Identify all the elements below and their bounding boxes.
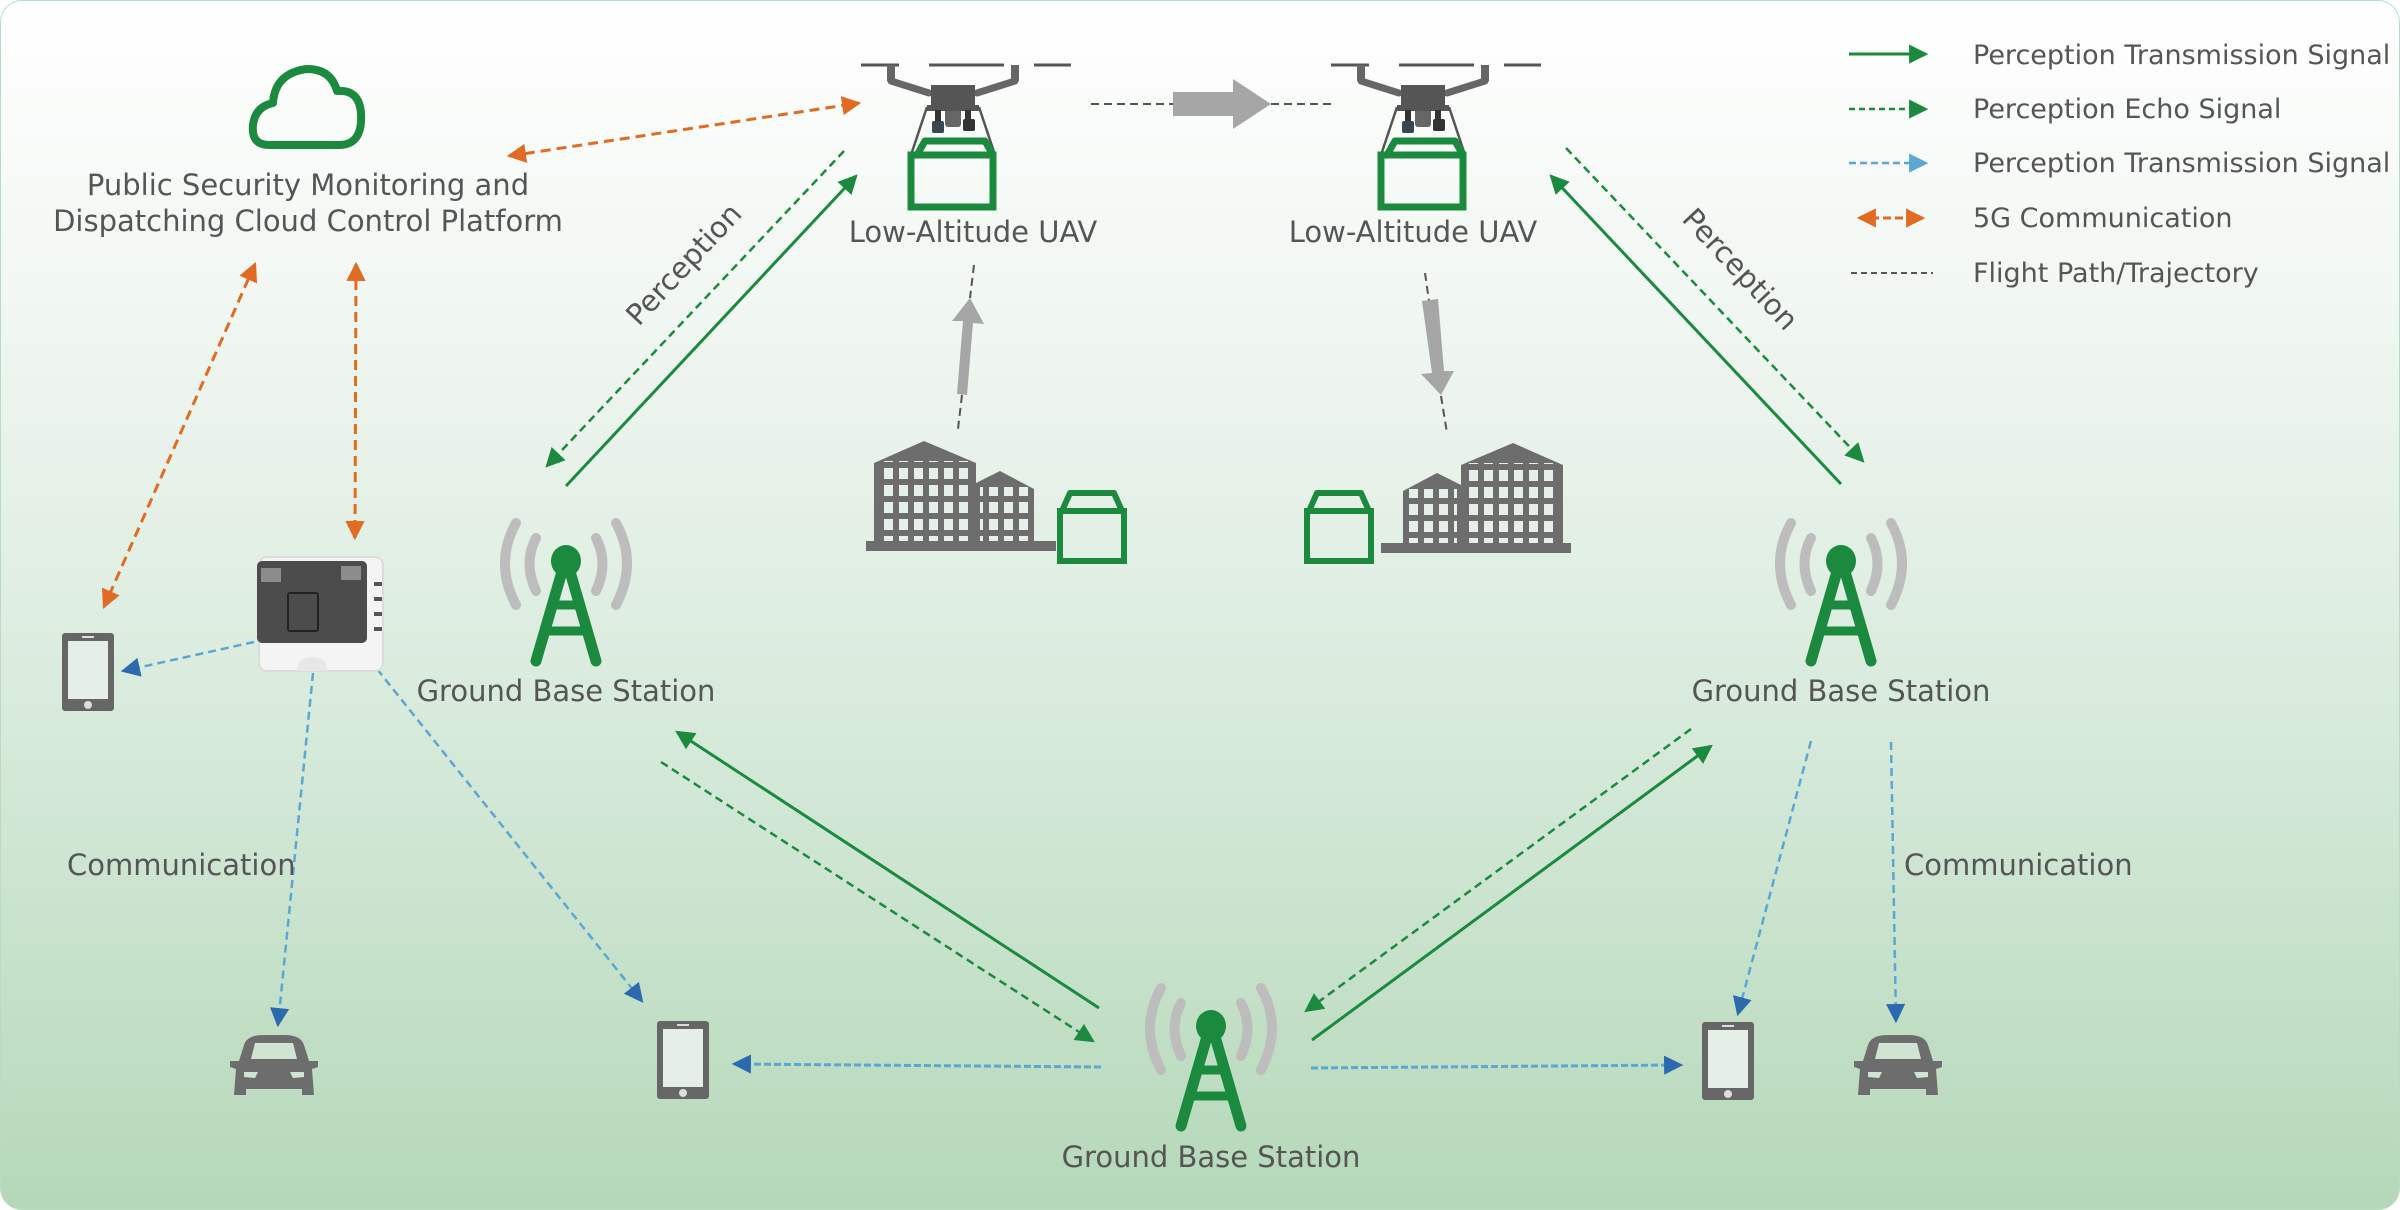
parcel-left-icon — [1060, 493, 1124, 561]
transmission-bs-bottom-to-bs-left — [675, 730, 1100, 1010]
car-left-icon — [230, 1035, 318, 1095]
parcel-right-icon — [1307, 493, 1371, 561]
takeoff-arrow-icon — [952, 298, 984, 395]
transmission-bs-right-to-uav-right — [1549, 174, 1843, 486]
legend-item-perception-echo: Perception Echo Signal — [1849, 94, 2281, 125]
legend-label: Perception Transmission Signal — [1973, 148, 2390, 179]
comm-bs-right-to-phone-right — [1733, 740, 1813, 1017]
5g-link-cloud-uav — [506, 96, 862, 163]
communication-label-left: Communication — [67, 848, 296, 882]
transmission-bs-left-to-uav-left — [564, 174, 858, 488]
cloud-platform-title-line1: Public Security Monitoring and — [87, 168, 529, 202]
communication-label-right: Communication — [1904, 848, 2133, 882]
perception-label-right: Perception — [1676, 202, 1805, 337]
legend-item-perception-transmission-blue: Perception Transmission Signal — [1849, 148, 2390, 179]
comm-device-to-car-left — [270, 672, 315, 1028]
comm-bs-bottom-to-phone-mid — [731, 1054, 1102, 1074]
uav-right-icon — [1331, 65, 1541, 207]
comm-bs-right-to-car-right — [1886, 741, 1906, 1024]
base-station-bottom-label: Ground Base Station — [1062, 1140, 1361, 1174]
echo-uav-right-to-bs-right — [1565, 147, 1865, 463]
5g-link-cloud-device — [345, 261, 366, 541]
edge-device-icon — [257, 556, 384, 672]
buildings-right-icon — [1381, 443, 1571, 553]
comm-bs-bottom-to-phone-right — [1310, 1055, 1684, 1075]
comm-device-to-phone-left — [120, 640, 255, 677]
flight-path-takeoff — [952, 264, 984, 430]
cloud-platform: Public Security Monitoring and Dispatchi… — [53, 65, 563, 238]
car-right-icon — [1854, 1035, 1942, 1095]
flight-path-horizontal — [1091, 79, 1331, 129]
legend-label: Flight Path/Trajectory — [1973, 258, 2259, 289]
uav-left-icon — [861, 65, 1071, 207]
legend: Perception Transmission Signal Perceptio… — [1849, 40, 2390, 289]
cloud-platform-title-line2: Dispatching Cloud Control Platform — [53, 204, 563, 238]
comm-device-to-phone-mid — [376, 668, 644, 1003]
legend-label: Perception Echo Signal — [1973, 94, 2281, 125]
landing-arrow-icon — [1421, 299, 1454, 395]
uav-right-label: Low-Altitude UAV — [1289, 215, 1538, 249]
legend-item-5g: 5G Communication — [1856, 203, 2233, 234]
flight-direction-arrow-icon — [1173, 79, 1271, 129]
legend-label: 5G Communication — [1973, 203, 2233, 234]
base-station-left-label: Ground Base Station — [417, 674, 716, 708]
base-station-right-icon — [1780, 523, 1902, 661]
base-station-right-label: Ground Base Station — [1692, 674, 1991, 708]
flight-path-landing — [1421, 272, 1454, 434]
buildings-left-icon — [866, 441, 1056, 551]
legend-label: Perception Transmission Signal — [1973, 40, 2390, 71]
phone-mid-icon — [657, 1021, 709, 1099]
cloud-icon — [248, 65, 366, 149]
echo-uav-left-to-bs-left — [545, 150, 845, 468]
base-station-left-icon — [505, 523, 627, 661]
phone-right-icon — [1702, 1022, 1754, 1100]
5g-link-cloud-phone — [101, 261, 258, 610]
phone-left-icon — [62, 633, 114, 711]
echo-bs-left-to-bs-bottom — [660, 760, 1095, 1043]
transmission-bs-bottom-to-bs-right — [1311, 744, 1713, 1042]
base-station-bottom-icon — [1150, 988, 1272, 1126]
legend-item-flight-path: Flight Path/Trajectory — [1851, 258, 2259, 289]
legend-item-perception-transmission: Perception Transmission Signal — [1849, 40, 2390, 71]
uav-left-label: Low-Altitude UAV — [849, 215, 1098, 249]
echo-bs-right-to-bs-bottom — [1304, 727, 1692, 1013]
